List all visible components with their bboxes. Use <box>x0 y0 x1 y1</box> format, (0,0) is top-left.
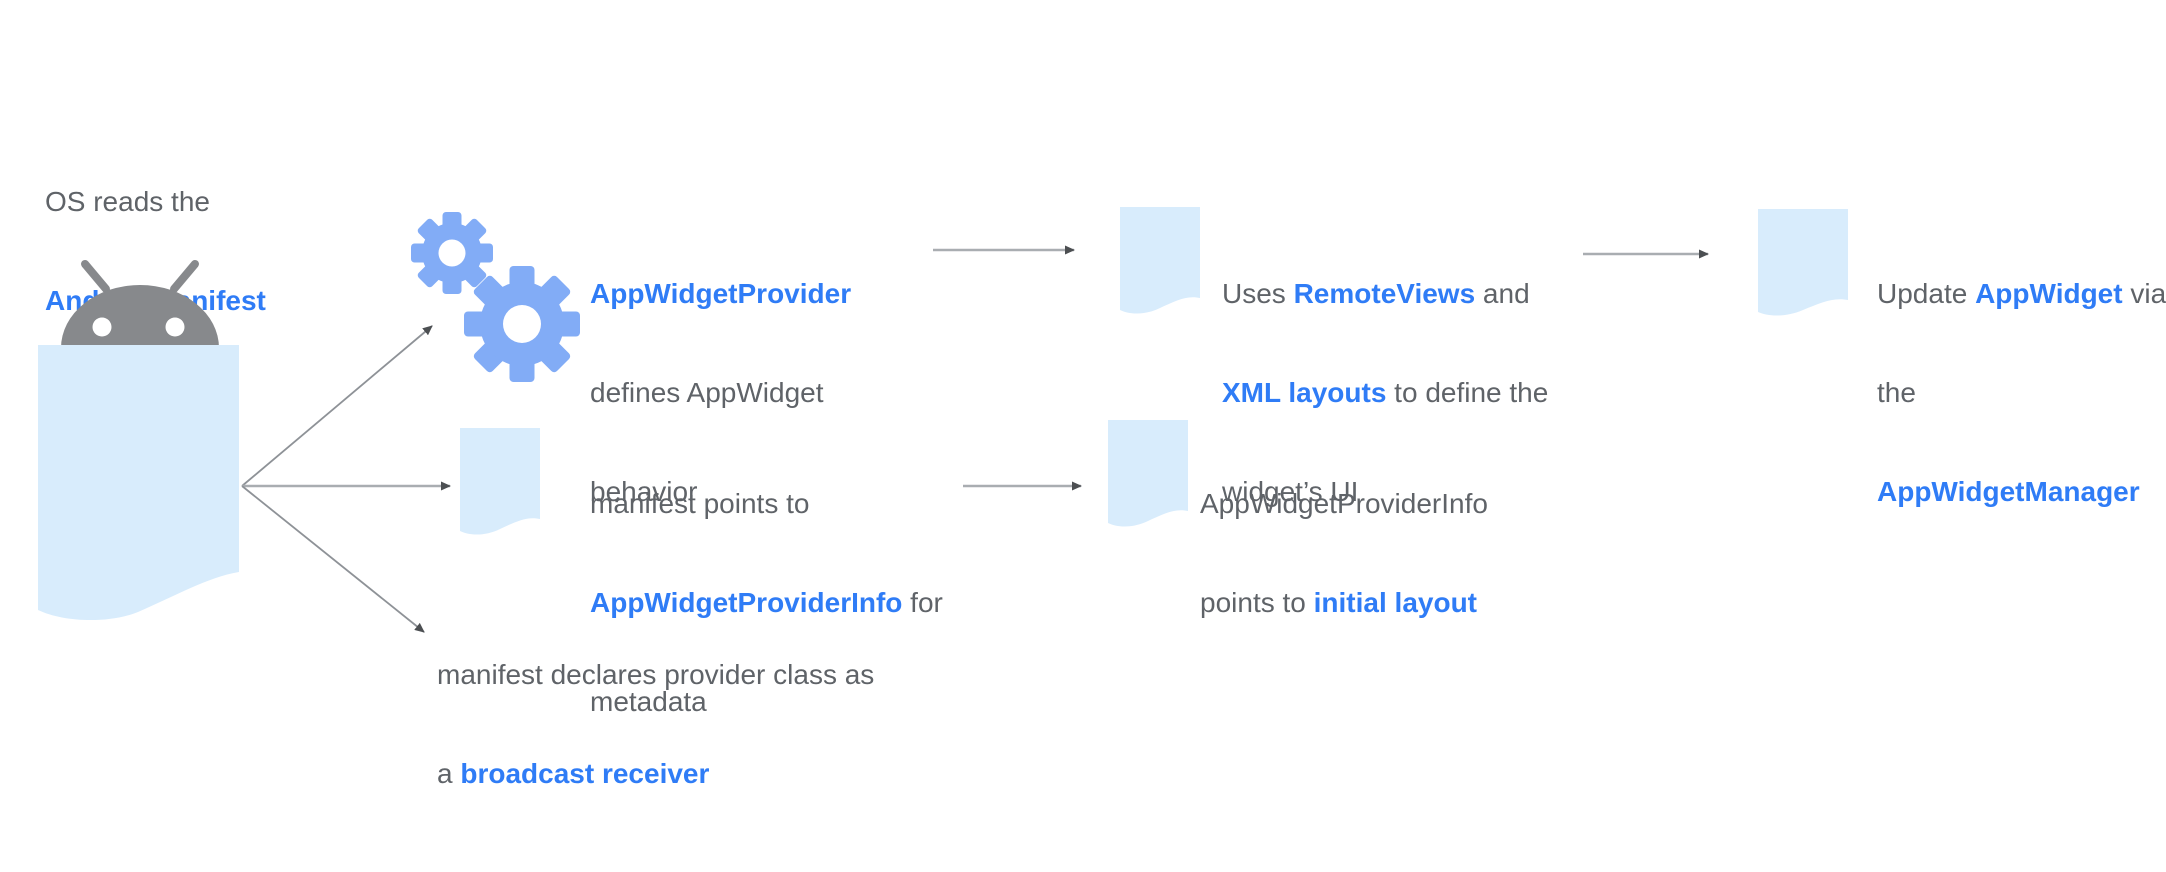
provider-label: AppWidgetProvider defines AppWidget beha… <box>590 211 851 574</box>
os-reads-line1: OS reads the <box>45 185 266 218</box>
os-reads-text: OS reads the <box>45 186 210 217</box>
broadcast-text-1: manifest declares provider class as <box>437 659 875 690</box>
remoteviews-text-1: Uses <box>1222 278 1294 309</box>
gears-icon <box>411 212 580 382</box>
broadcast-text-2: a <box>437 758 461 789</box>
update-text-3: the <box>1877 377 1916 408</box>
android-robot-icon <box>61 260 219 348</box>
keyword-appwidgetmanager: AppWidgetManager <box>1877 476 2140 507</box>
initial-layout-label: AppWidgetProviderInfo points to initial … <box>1200 421 1488 685</box>
update-text-1: Update <box>1877 278 1976 309</box>
small-gear <box>411 212 493 294</box>
remoteviews-text-3: to define the <box>1386 377 1549 408</box>
initial-layout-text-2: points to <box>1200 587 1314 618</box>
metadata-text-3: metadata <box>590 686 707 717</box>
metadata-text-1: manifest points to <box>590 488 810 519</box>
keyword-appwidget: AppWidget <box>1975 278 2123 309</box>
metadata-label: manifest points to AppWidgetProviderInfo… <box>590 421 943 784</box>
keyword-appwidgetprovider: AppWidgetProvider <box>590 278 852 309</box>
remoteviews-label: Uses RemoteViews and XML layouts to defi… <box>1222 211 1548 574</box>
metadata-document-icon <box>460 428 540 535</box>
update-label: Update AppWidget via the AppWidgetManage… <box>1877 211 2166 574</box>
big-gear <box>464 266 580 382</box>
keyword-appwidgetproviderinfo: AppWidgetProviderInfo <box>590 587 903 618</box>
keyword-initial-layout: initial layout <box>1313 587 1477 618</box>
robot-right-eye <box>165 317 185 337</box>
remoteviews-text-2: and <box>1475 278 1530 309</box>
keyword-xml-layouts: XML layouts <box>1222 377 1387 408</box>
metadata-text-2: for <box>902 587 943 618</box>
initial-layout-document-icon <box>1108 420 1188 527</box>
arrow-manifest-to-gears <box>241 325 433 487</box>
initial-layout-text-1: AppWidgetProviderInfo <box>1200 488 1488 519</box>
remoteviews-text-4: widget’s UI <box>1222 476 1359 507</box>
provider-text-line3: behavior <box>590 476 698 507</box>
arrow-manifest-to-broadcast <box>241 485 425 633</box>
update-text-2: via <box>2122 278 2166 309</box>
broadcast-label: manifest declares provider class as a br… <box>437 592 874 856</box>
robot-left-eye <box>92 317 112 337</box>
keyword-remoteviews: RemoteViews <box>1293 278 1476 309</box>
update-document-icon <box>1758 209 1848 316</box>
remoteviews-document-icon <box>1120 207 1200 314</box>
provider-text-line2: defines AppWidget <box>590 377 824 408</box>
manifest-document-icon <box>38 345 239 621</box>
keyword-broadcast-receiver: broadcast receiver <box>460 758 710 789</box>
